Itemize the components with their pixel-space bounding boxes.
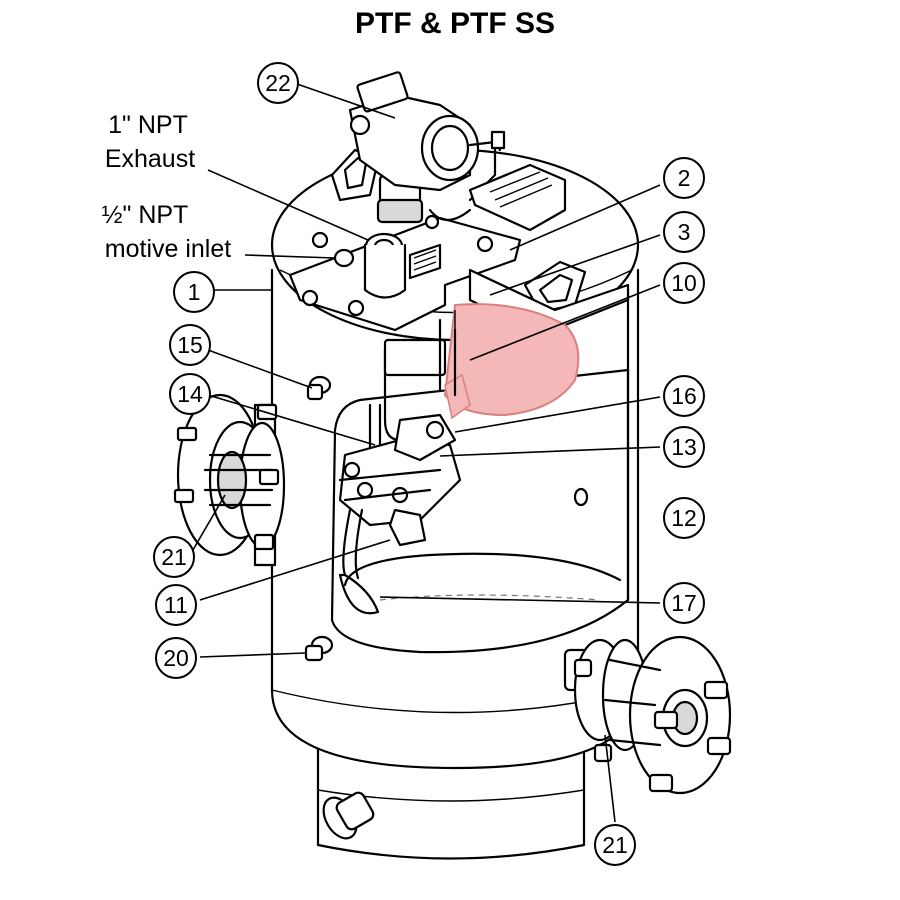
motive-note-line1: ½" NPT <box>102 201 189 229</box>
svg-text:22: 22 <box>265 70 291 96</box>
svg-text:14: 14 <box>177 381 203 407</box>
svg-text:10: 10 <box>671 270 697 296</box>
svg-text:2: 2 <box>678 165 691 191</box>
callout-20: 20 <box>155 637 197 679</box>
callout-12: 12 <box>663 497 705 539</box>
leader-lines <box>189 83 661 823</box>
left-check-valve-flange <box>173 393 286 567</box>
base-drain-fitting <box>322 791 375 840</box>
level-transmitter <box>348 71 567 232</box>
callout-3: 3 <box>663 211 705 253</box>
svg-text:20: 20 <box>163 645 189 671</box>
right-check-valve-flange <box>563 635 732 795</box>
svg-text:1: 1 <box>188 279 201 305</box>
callout-bubbles: 22 2 3 10 1 15 14 16 <box>153 62 705 866</box>
callout-1: 1 <box>173 271 215 313</box>
port-notes: 1" NPT Exhaust ½" NPT motive inlet <box>102 111 232 263</box>
callout-14: 14 <box>169 373 211 415</box>
svg-text:15: 15 <box>177 332 203 358</box>
diagram-title: PTF & PTF SS <box>355 7 555 40</box>
callout-13: 13 <box>663 426 705 468</box>
motive-inlet-port <box>333 248 355 268</box>
float-shell <box>443 303 580 417</box>
callout-2: 2 <box>663 157 705 199</box>
motive-note-line2: motive inlet <box>105 235 231 263</box>
svg-text:13: 13 <box>671 434 697 460</box>
svg-text:11: 11 <box>164 592 188 618</box>
svg-text:3: 3 <box>678 219 691 245</box>
svg-text:21: 21 <box>161 544 187 570</box>
internal-mechanism <box>304 318 462 662</box>
exhaust-note-line1: 1" NPT <box>108 111 188 139</box>
float-ball <box>443 303 580 420</box>
vessel-base <box>316 738 586 860</box>
exhaust-note-line2: Exhaust <box>105 145 195 173</box>
callout-11: 11 <box>155 584 197 626</box>
callout-21-left: 21 <box>153 536 195 578</box>
callout-21-right: 21 <box>594 824 636 866</box>
svg-text:21: 21 <box>602 832 628 858</box>
callout-22: 22 <box>257 62 299 104</box>
callout-10: 10 <box>663 262 705 304</box>
callout-16: 16 <box>663 375 705 417</box>
svg-text:16: 16 <box>671 383 697 409</box>
svg-text:17: 17 <box>671 590 697 616</box>
callout-17: 17 <box>663 582 705 624</box>
svg-text:12: 12 <box>671 505 697 531</box>
callout-15: 15 <box>169 324 211 366</box>
